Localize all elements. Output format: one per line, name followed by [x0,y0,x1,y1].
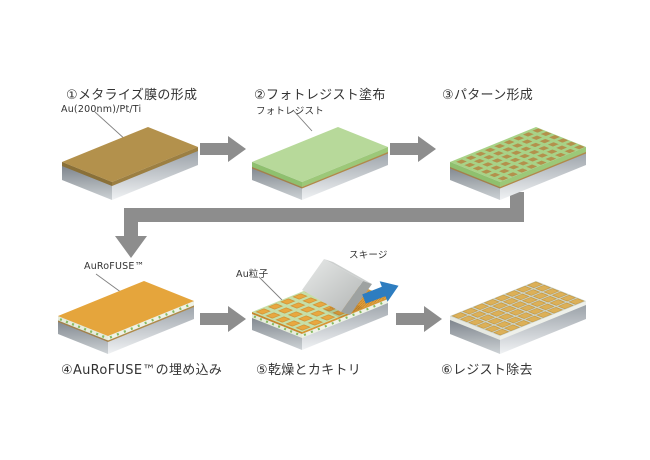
blue-arrow-icon [362,281,399,304]
substrate-left-face [450,316,500,354]
step4-title: ④AuRoFUSE™の埋め込み [61,363,223,378]
leader-line-metallize [94,111,128,142]
resist-top-face [252,127,388,182]
arrow-step4-step5 [200,306,246,332]
aurofuse-label: AuRoFUSE™ [84,261,145,272]
paste-layer-edge [252,312,302,334]
step6-title: ⑥レジスト除去 [441,363,533,378]
base-strip-edge [500,301,586,340]
resist-tick-marks [59,318,107,339]
arrow-step3-step4-elbow [115,192,524,258]
paste-layer-edge [302,297,388,334]
substrate-left-face [62,162,112,200]
resist-strip-edge [58,316,108,341]
resist-layer-edge [252,162,302,187]
slab-step5-squeegee [252,259,399,350]
aurofuse-top-face [58,281,194,336]
step2-title: ②フォトレジスト塗布 [254,88,386,103]
squeegee-label: スキージ [349,250,388,261]
substrate-front-face [500,301,586,354]
gold-line-edge [500,152,586,189]
slab-step2-photoresist [252,127,388,200]
arrow-step5-step6 [396,306,442,332]
squeegee-motion-arrow [362,281,399,304]
resist-strip-edge [252,314,302,338]
slab-step6-final [450,281,586,354]
slab-step4-aurofuse [58,281,194,354]
gold-top-face [62,127,198,182]
leader-line-au-particles [258,276,285,303]
step5-title: ⑤乾燥とカキトリ [256,363,362,378]
substrate-front-face [112,147,198,200]
gold-line-edge [252,167,302,189]
arrow-step2-step3 [390,136,436,162]
gold-line-edge [58,320,108,342]
waffle-pattern-top-face [450,127,586,182]
photoresist-label: フォトレジスト [256,106,324,117]
gold-line-edge [450,167,500,189]
gold-layer-edge [62,162,112,186]
slab-step3-patterned [450,127,586,200]
step1-title: ①メタライズ膜の形成 [66,88,198,103]
resist-tick-marks [253,315,301,337]
gold-line-edge [302,152,388,189]
squeegee-front-face [302,259,363,312]
gold-layer-edge [112,147,198,186]
metallize-layer-label: Au(200nm)/Pt/Ti [61,104,142,115]
resist-layer-edge [302,147,388,187]
base-strip-edge [450,316,500,340]
leader-line-photoresist [292,109,313,132]
slab-step1-metallized [62,127,198,200]
au-particles-label: Au粒子 [236,269,269,280]
squeegee-side-face [341,281,372,315]
arrow-step1-step2 [200,136,246,162]
squeegee-top-edge [324,259,372,284]
resist-layer-edge [450,162,500,187]
gold-bumps-top-face [450,281,586,336]
gold-line-edge [108,305,194,342]
resist-layer-edge [500,147,586,187]
step3-title: ③パターン形成 [442,88,534,103]
